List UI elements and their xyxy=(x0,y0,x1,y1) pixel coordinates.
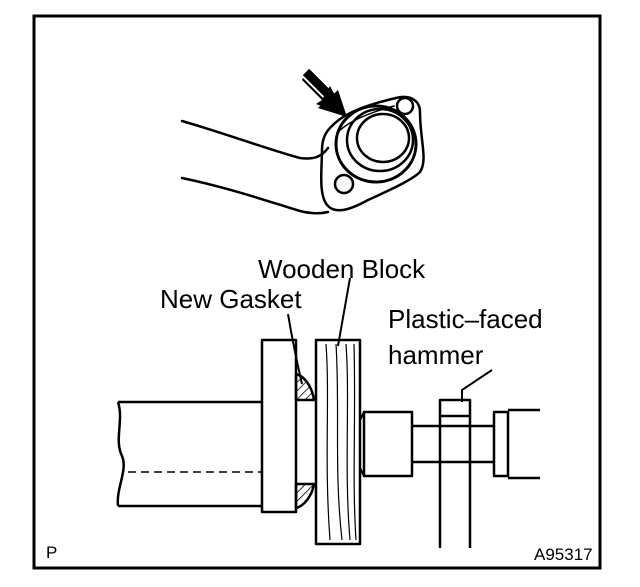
leader-wooden-block xyxy=(337,277,351,347)
label-hammer: hammer xyxy=(388,340,484,370)
label-wooden-block: Wooden Block xyxy=(258,254,426,284)
label-plastic-faced: Plastic–faced xyxy=(388,304,543,334)
bolt-hole-top xyxy=(395,96,415,116)
figure-id: A95317 xyxy=(534,545,593,564)
gasket-upper xyxy=(294,372,316,402)
flange-plate xyxy=(260,338,298,514)
tool-collar-bevel xyxy=(359,411,365,477)
pipe-flange-illustration xyxy=(180,95,425,215)
tool-collar xyxy=(362,410,414,478)
leader-lines xyxy=(287,277,493,402)
pipe-break-end xyxy=(116,401,125,507)
right-collar xyxy=(492,410,510,478)
gasket-ring-inner xyxy=(345,107,415,173)
leader-new-gasket xyxy=(287,313,303,385)
leader-hammer xyxy=(461,369,493,402)
label-new-gasket: New Gasket xyxy=(160,284,302,314)
outer-border xyxy=(32,14,602,570)
corner-code: P xyxy=(46,543,58,562)
gasket-ring-center xyxy=(355,112,411,164)
gasket-lower xyxy=(294,482,316,510)
hammer-cap xyxy=(438,398,472,418)
wood-grain xyxy=(325,343,357,541)
gasket-ring-outer xyxy=(334,104,418,184)
arrow-icon xyxy=(302,68,347,117)
pipe-lower-edge xyxy=(180,176,330,215)
pipe-upper-edge xyxy=(180,119,330,160)
installation-illustration xyxy=(116,338,540,548)
bolt-hole-bottom xyxy=(333,173,355,195)
flange-outline xyxy=(320,95,425,212)
